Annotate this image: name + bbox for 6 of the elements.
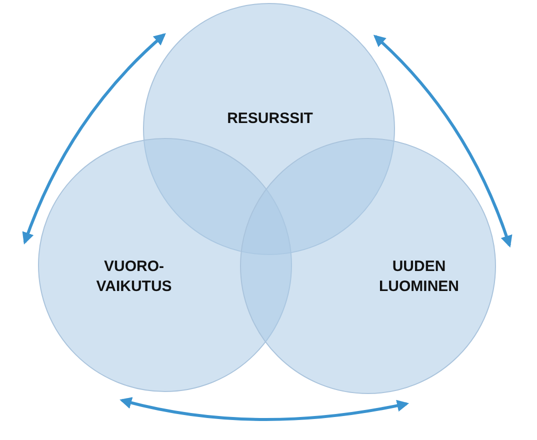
curved-arrow [120,396,410,421]
circle-label: UUDEN LUOMINEN [378,257,460,297]
circle-label: VUORO- VAIKUTUS [95,257,173,297]
circle-label: RESURSSIT [226,109,314,129]
curved-arrow [22,33,166,244]
curved-arrow [373,34,512,248]
